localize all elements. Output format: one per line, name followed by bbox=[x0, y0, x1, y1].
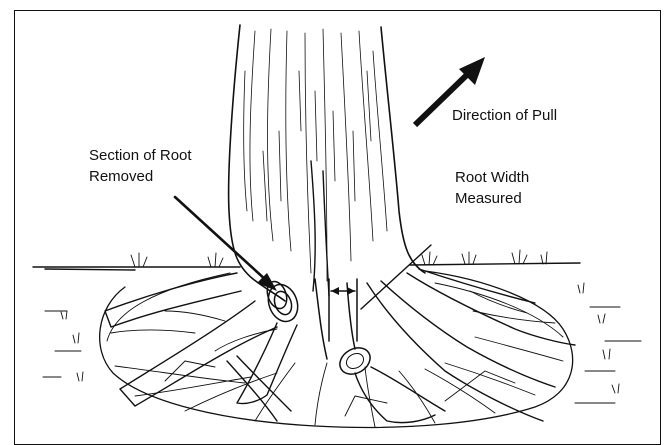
ground-line bbox=[33, 263, 580, 270]
root-width-pointer bbox=[361, 245, 431, 309]
width-measurement-bracket bbox=[329, 279, 357, 341]
tree-root-illustration bbox=[15, 11, 661, 445]
section-removed-pointer bbox=[175, 197, 267, 281]
root-width-label-line2: Measured bbox=[455, 188, 522, 209]
illustration-frame: Direction of Pull Section of Root Remove… bbox=[14, 10, 661, 445]
ground-dashes bbox=[43, 307, 641, 403]
root-width-label-line1: Root Width bbox=[455, 167, 529, 188]
soil-root-web bbox=[111, 291, 563, 427]
section-removed-label-line2: Removed bbox=[89, 166, 153, 187]
section-removed-label-line1: Section of Root bbox=[89, 145, 192, 166]
right-roots bbox=[355, 269, 575, 423]
direction-of-pull-label: Direction of Pull bbox=[452, 105, 557, 126]
